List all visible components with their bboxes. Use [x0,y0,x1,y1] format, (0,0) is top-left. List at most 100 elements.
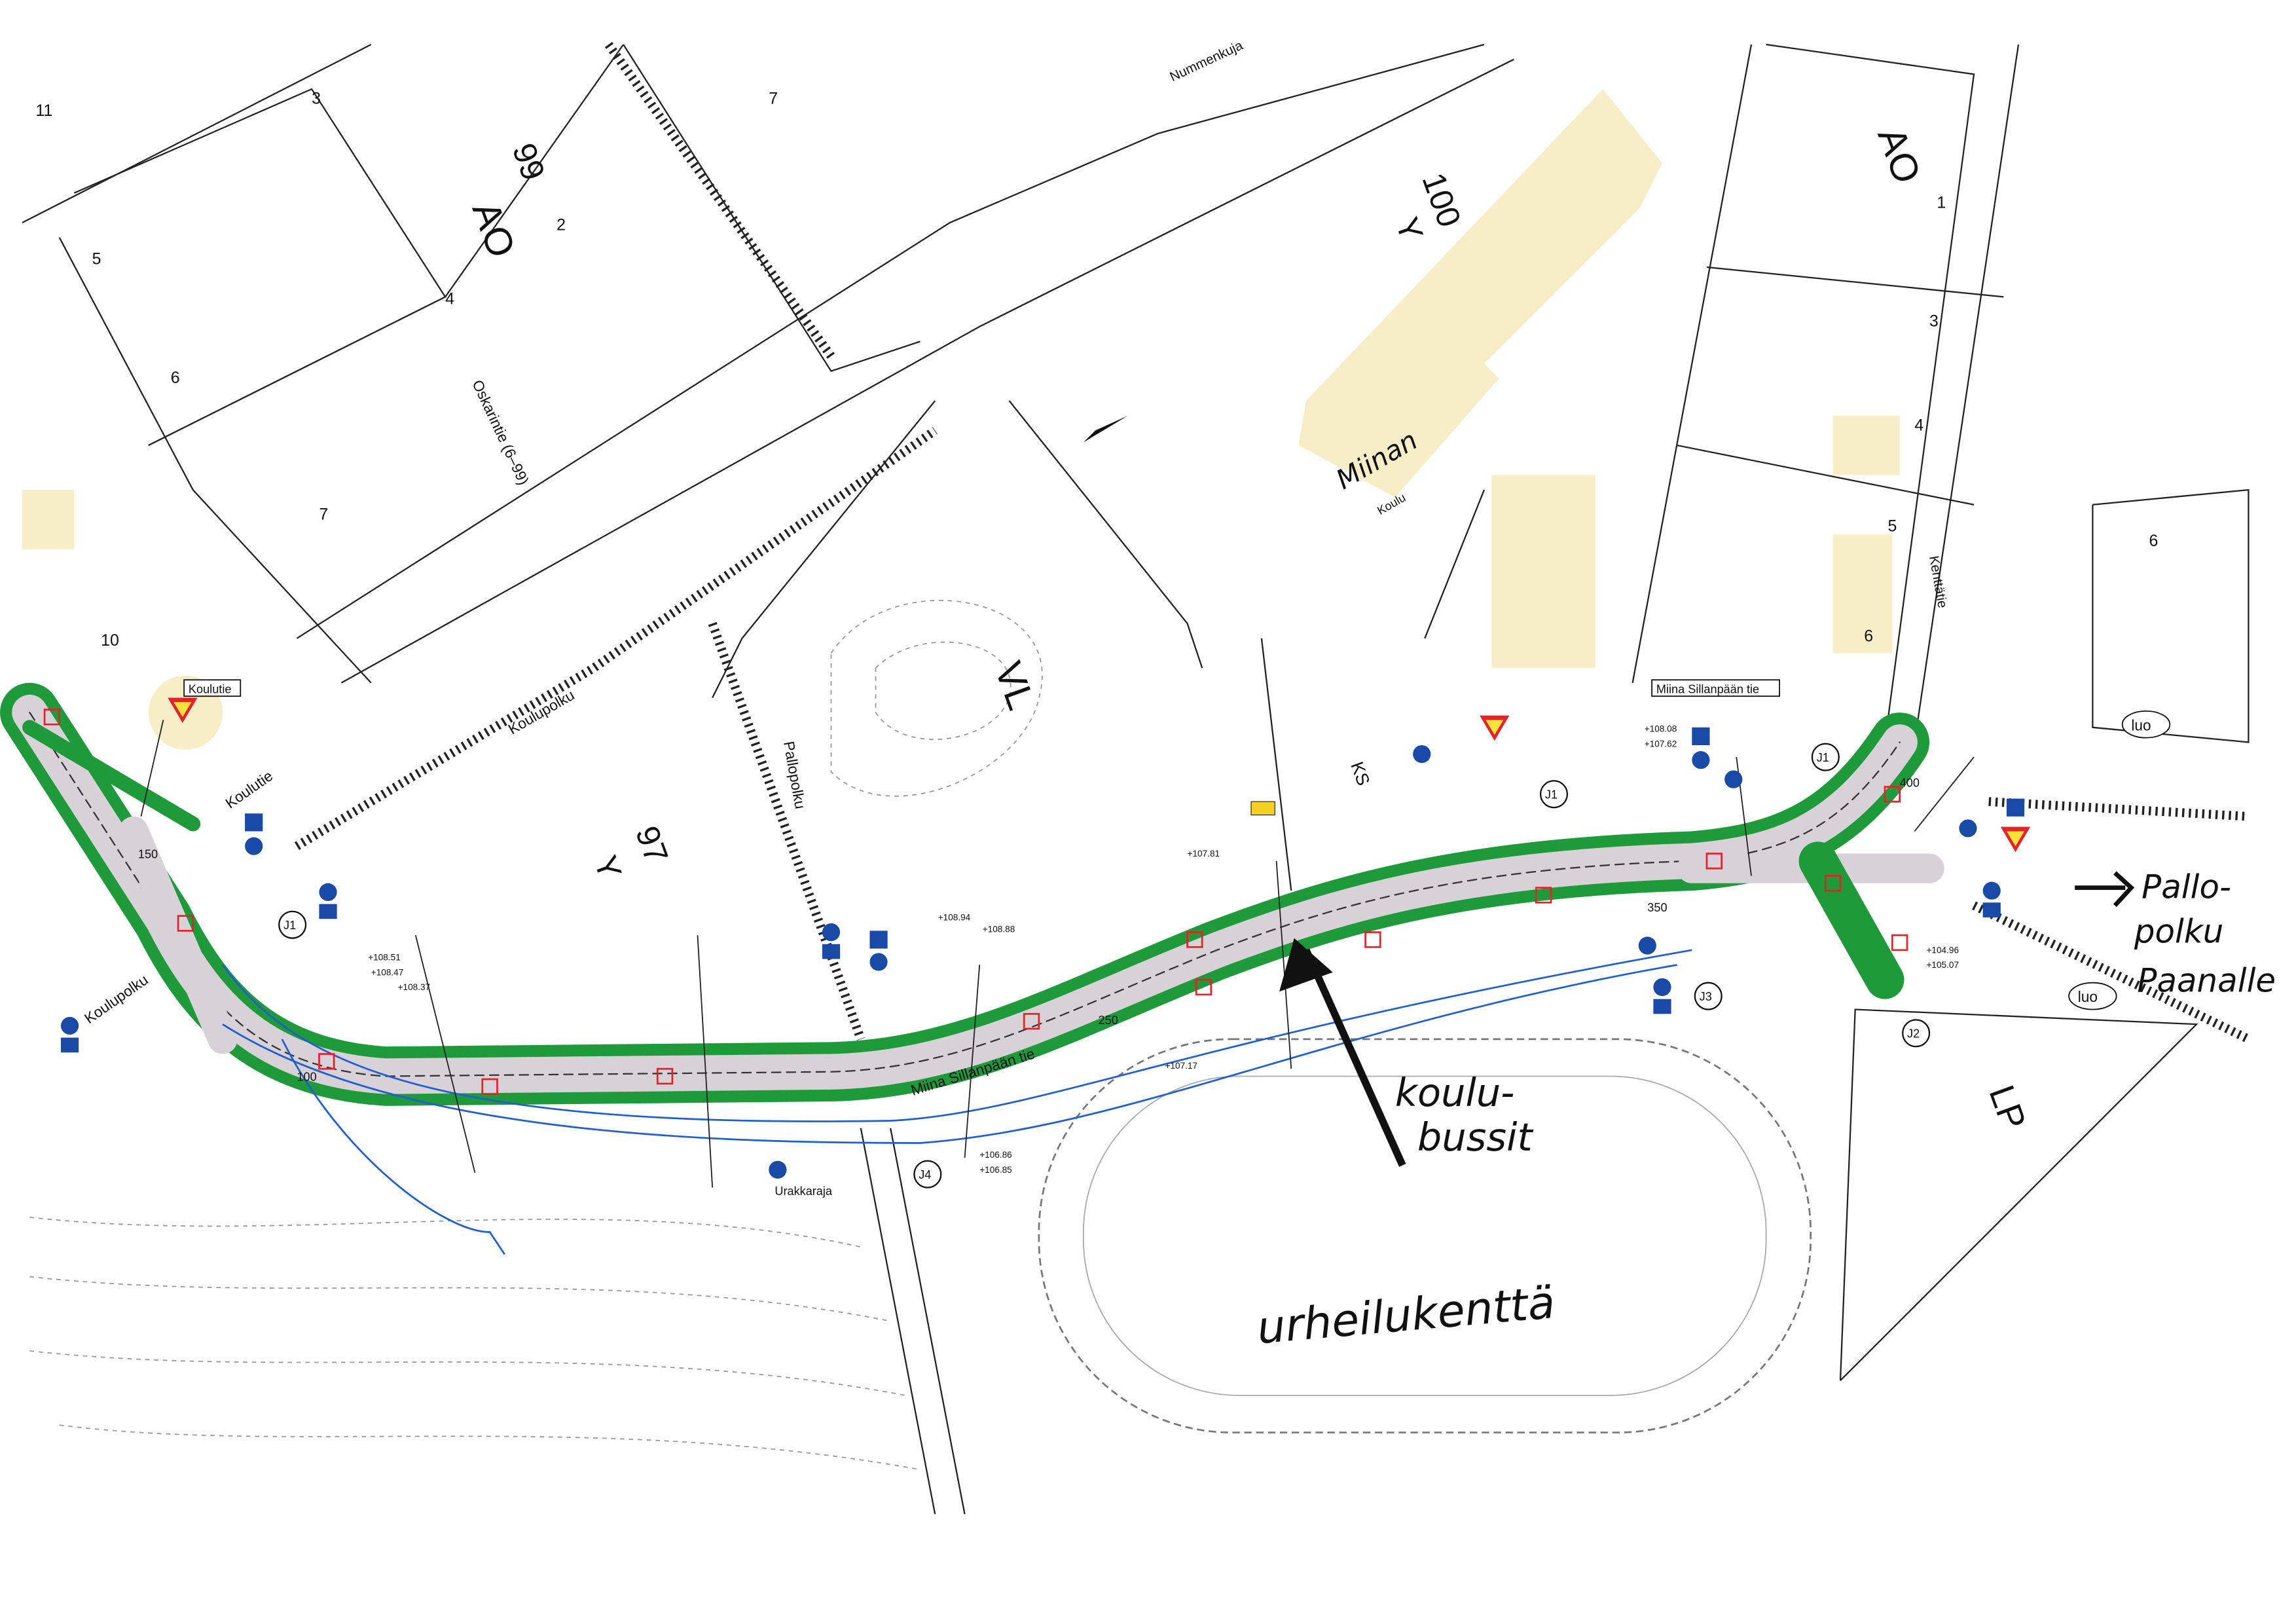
station-label: 350 [1647,901,1667,914]
koulutie-label-box: Koulutie [183,679,242,697]
building-yellow [1832,415,1900,475]
property-lines [22,43,2250,1515]
plot-number: 6 [171,369,180,387]
crosswalk-sign [2006,798,2025,817]
elevation: +108.37 [398,982,431,992]
elevation: +108.47 [371,967,404,977]
street-label: Oskarintie (6–99) [469,377,532,487]
arrow-head [1279,938,1333,992]
junction-label: J1 [1545,788,1558,802]
zone-label: KS [1347,759,1374,788]
handwritten-sports-field: urheilukenttä [1255,1277,1557,1354]
cycle-path-sign [769,1160,787,1179]
label-text: Miina Sillanpään tie [1656,683,1759,696]
street-label: Urakkaraja [774,1185,833,1198]
junction-label: J2 [1907,1027,1920,1041]
elevation: +108.88 [983,925,1015,934]
plot-number: 5 [92,250,101,268]
street-label: Koulupolku [81,971,151,1027]
street-label: Pallopolku [780,740,809,810]
elevation: +106.85 [979,1165,1012,1175]
plot-number: 5 [1888,517,1897,536]
label-text: Koulutie [189,683,232,696]
yield-sign [1480,715,1510,741]
crosswalk-sign [1692,727,1710,769]
miina-label-box: Miina Sillanpään tie [1651,679,1780,697]
plot-number: 6 [2149,532,2159,550]
elevation: +107.17 [1165,1061,1198,1071]
plot-number: 4 [1914,416,1923,434]
yield-sign [168,697,198,723]
junction-j4: J4 [913,1160,942,1189]
plot-number: 2 [556,215,566,234]
plot-number: 6 [1864,627,1873,645]
zone-label: LP [1981,1080,2033,1134]
cycle-path-sign [1638,936,1656,955]
zone-label: 97 [629,821,676,868]
plot-number: 11 [35,101,52,120]
sports-field-track [1038,1038,1812,1433]
building-yellow [1491,475,1595,669]
handwritten-path: Pallo- [2141,868,2231,906]
north-arrow-icon [1083,415,1128,443]
label-text: luo [2131,716,2151,733]
elevation: +108.08 [1645,724,1677,734]
leader-lines [140,720,1975,1188]
plot-number: 10 [101,631,119,650]
cycle-path-sign [60,1016,79,1053]
zone-label: 99 [505,138,553,185]
crosswalk-sign [869,931,888,971]
removal-markers [43,709,1908,1096]
luo-label: luo [2121,710,2171,739]
cycle-path-sign [319,883,337,919]
elevation: +108.94 [938,912,971,922]
station-labels: 150 250 350 400 100 [138,776,1920,1083]
zone-label: AO [1869,122,1928,189]
junction-j2: J2 [1902,1019,1931,1048]
elevation: +107.81 [1188,849,1220,858]
plot-number: 3 [312,90,321,108]
cycle-path-sign [1982,881,2001,917]
elevation: +108.51 [368,953,401,963]
elevation: +106.86 [979,1150,1012,1160]
handwritten-buses: bussit [1417,1115,1534,1160]
plot-number: 4 [445,290,454,308]
handwritten-path: polku [2134,912,2223,950]
zone-label: AO [464,196,523,263]
plot-numbers: 3 2 4 5 6 7 10 11 1 3 4 5 6 6 7 [35,90,2158,650]
junction-label: J4 [919,1168,931,1181]
cycle-path-sign [822,923,841,959]
street-label: Kenttätie [1926,555,1950,609]
fence-hatching [294,42,2251,1043]
junction-label: J1 [283,919,296,932]
junction-label: J1 [1817,751,1829,764]
luo-label: luo [2068,982,2117,1010]
station-label: 400 [1900,776,1920,789]
crosswalk-sign [245,813,263,855]
street-label: Koulupolku [505,686,577,738]
cycle-path-sign [1724,770,1743,788]
elevation: +105.07 [1926,960,1959,970]
street-label: Nummenkuja [1168,38,1246,84]
plot-number: 7 [769,90,778,108]
road-miina-sillanpaan-tie [0,682,1944,1106]
station-label: 150 [138,847,158,860]
junction-j1: J1 [1539,780,1569,809]
label-text: luo [2078,988,2098,1005]
zone-label: VL [987,656,1043,715]
plot-number: 7 [319,505,328,523]
handwritten-buses: koulu- [1395,1070,1515,1115]
arrow-head [2113,871,2135,908]
plot-number: 3 [1929,312,1939,331]
cycle-path-sign [1653,978,1671,1014]
junction-label: J3 [1700,990,1712,1003]
bus-stop-sign [1250,801,1275,816]
elevation-labels: +108.51 +108.47 +108.37 +108.94 +108.88 … [368,724,1959,1175]
junction-j1: J1 [1811,743,1840,771]
station-label: 100 [297,1070,316,1083]
handwritten-path: Paanalle [2137,961,2276,999]
contour-lines [29,600,1043,1471]
school-building [1298,89,1662,498]
